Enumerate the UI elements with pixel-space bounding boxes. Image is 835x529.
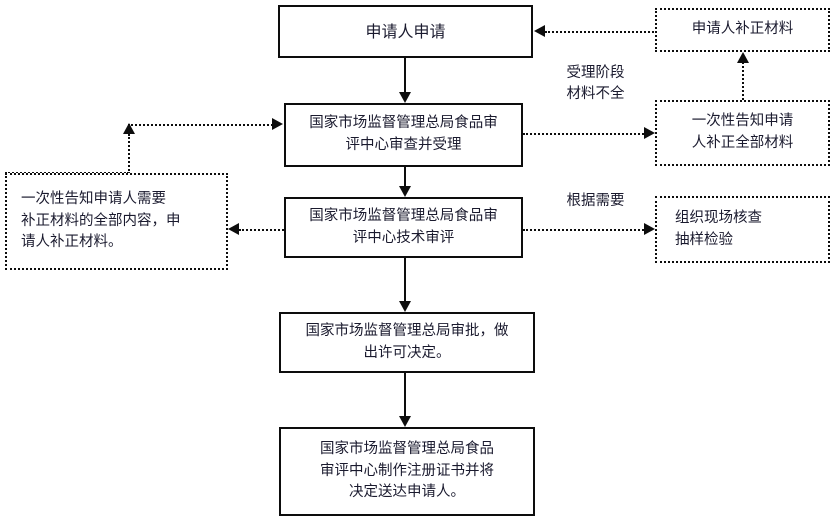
connector-apply-to-review	[404, 58, 406, 95]
arrowhead-review-to-notice-all	[644, 127, 655, 139]
node-one-time-notice-all-label: 一次性告知申请 人补正全部材料	[691, 113, 794, 151]
connector-approval-to-certificate	[404, 373, 406, 419]
node-technical-review-label: 国家市场监督管理总局食品审 评中心技术审评	[309, 207, 498, 246]
connector-notice-detail-riser-upper	[128, 134, 130, 174]
connector-technical-to-notice-detail	[239, 229, 284, 231]
node-approval-decision[interactable]: 国家市场监督管理总局审批，做 出许可决定。	[279, 312, 535, 373]
connector-supplement-to-apply	[545, 31, 657, 33]
connector-notice-all-to-supplement	[742, 62, 744, 100]
edge-label-incomplete-materials: 受理阶段 材料不全	[566, 65, 625, 103]
arrowhead-supplement-to-apply	[534, 25, 545, 37]
arrowhead-notice-all-to-supplement	[737, 52, 749, 63]
node-applicant-apply-label: 申请人申请	[365, 21, 446, 41]
connector-review-to-technical	[404, 167, 406, 189]
arrowhead-technical-to-onsite	[644, 223, 655, 235]
arrowhead-notice-detail-riser	[123, 123, 135, 134]
arrowhead-apply-to-review	[399, 92, 411, 103]
node-applicant-supplement[interactable]: 申请人补正材料	[655, 8, 830, 52]
node-applicant-supplement-label: 申请人补正材料	[691, 21, 794, 38]
arrowhead-notice-detail-to-review	[272, 118, 283, 130]
node-technical-review[interactable]: 国家市场监督管理总局食品审 评中心技术审评	[284, 197, 523, 258]
node-one-time-notice-all[interactable]: 一次性告知申请 人补正全部材料	[655, 100, 830, 166]
node-approval-decision-label: 国家市场监督管理总局审批，做 出许可决定。	[305, 322, 509, 361]
connector-notice-detail-to-review	[128, 124, 273, 126]
edge-label-as-needed: 根据需要	[566, 193, 625, 209]
connector-review-to-notice-all	[523, 133, 644, 135]
node-applicant-apply[interactable]: 申请人申请	[278, 5, 533, 58]
node-issue-certificate[interactable]: 国家市场监督管理总局食品 审评中心制作注册证书并将 决定送达申请人。	[279, 427, 535, 516]
connector-technical-to-approval	[404, 258, 406, 304]
node-issue-certificate-label: 国家市场监督管理总局食品 审评中心制作注册证书并将 决定送达申请人。	[320, 440, 494, 501]
arrowhead-approval-to-certificate	[399, 416, 411, 427]
arrowhead-technical-to-notice-detail	[228, 223, 239, 235]
arrowhead-review-to-technical	[399, 186, 411, 197]
arrowhead-technical-to-approval	[399, 301, 411, 312]
connector-technical-to-onsite	[523, 229, 644, 231]
node-review-accept-label: 国家市场监督管理总局食品审 评中心审查并受理	[309, 115, 498, 153]
node-onsite-inspection[interactable]: 组织现场核查 抽样检验	[655, 196, 830, 263]
node-review-accept[interactable]: 国家市场监督管理总局食品审 评中心审查并受理	[284, 103, 523, 167]
node-one-time-notice-detail[interactable]: 一次性告知申请人需要 补正材料的全部内容，申 请人补正材料。	[5, 173, 228, 270]
node-one-time-notice-detail-label: 一次性告知申请人需要 补正材料的全部内容，申 请人补正材料。	[21, 190, 181, 251]
node-onsite-inspection-label: 组织现场核查 抽样检验	[675, 209, 762, 248]
